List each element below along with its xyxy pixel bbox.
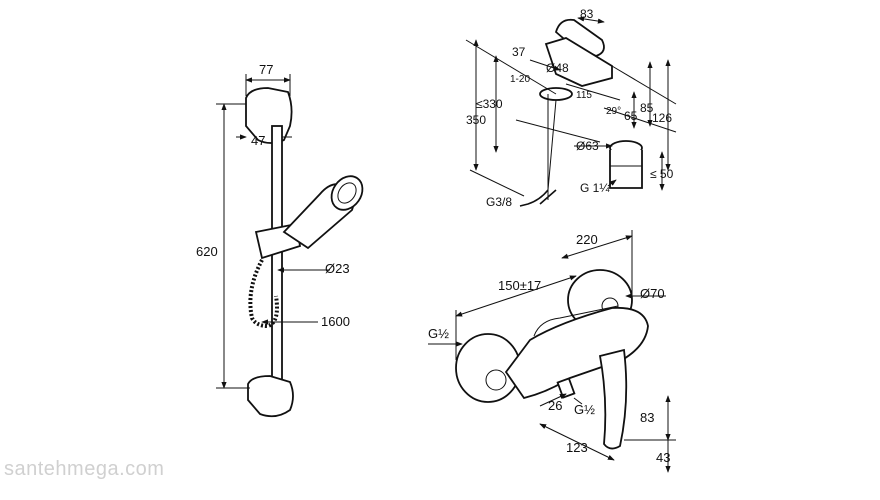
dim-37: 37 [512, 45, 526, 59]
mixer-body [544, 37, 613, 87]
dim-g-3-8: G3/8 [486, 195, 512, 209]
slide-rail [271, 125, 283, 389]
shower-hose [248, 259, 279, 329]
dim-83-bottom: 83 [640, 410, 654, 425]
watermark: santehmega.com [4, 458, 165, 480]
dim-g-half-outlet: G½ [574, 402, 595, 417]
dim-g-half-left: G½ [428, 326, 449, 341]
dim-220: 220 [576, 232, 598, 247]
mixer-body-wall [504, 306, 649, 400]
dim-max-330: ≤330 [476, 97, 503, 111]
dim-126: 126 [652, 111, 672, 125]
dim-150-17: 150±17 [498, 278, 541, 293]
dim-height-620: 620 [196, 244, 218, 259]
shower-mixer-drawing [428, 230, 676, 473]
dim-1-20: 1-20 [510, 74, 530, 85]
shower-outlet [556, 377, 576, 399]
basin-mixer-drawing [465, 16, 677, 207]
dim-65: 65 [624, 109, 638, 123]
dim-rail-diameter: Ø23 [325, 261, 350, 276]
dim-hose-length: 1600 [321, 314, 350, 329]
dim-115: 115 [576, 90, 592, 101]
dim-123: 123 [566, 440, 588, 455]
mixer-lever [554, 18, 605, 57]
dim-dia-70: Ø70 [640, 286, 665, 301]
mixer-handle [598, 348, 628, 450]
dim-85: 85 [640, 101, 654, 115]
dim-43: 43 [656, 450, 670, 465]
dim-83-top: 83 [580, 7, 594, 21]
dim-26: 26 [548, 398, 562, 413]
dim-bracket-47: 47 [251, 133, 265, 148]
dim-29-deg: 29° [606, 106, 621, 117]
dim-350: 350 [466, 113, 486, 127]
shower-set-drawing [216, 74, 364, 418]
dim-width-77: 77 [259, 62, 273, 77]
dim-max-50: ≤ 50 [650, 167, 674, 181]
bottom-wall-bracket [247, 375, 294, 418]
dim-dia-48: Ø48 [546, 61, 569, 75]
dim-g-1-1-4: G 1¼ [580, 181, 610, 195]
dim-dia-63: Ø63 [576, 139, 599, 153]
